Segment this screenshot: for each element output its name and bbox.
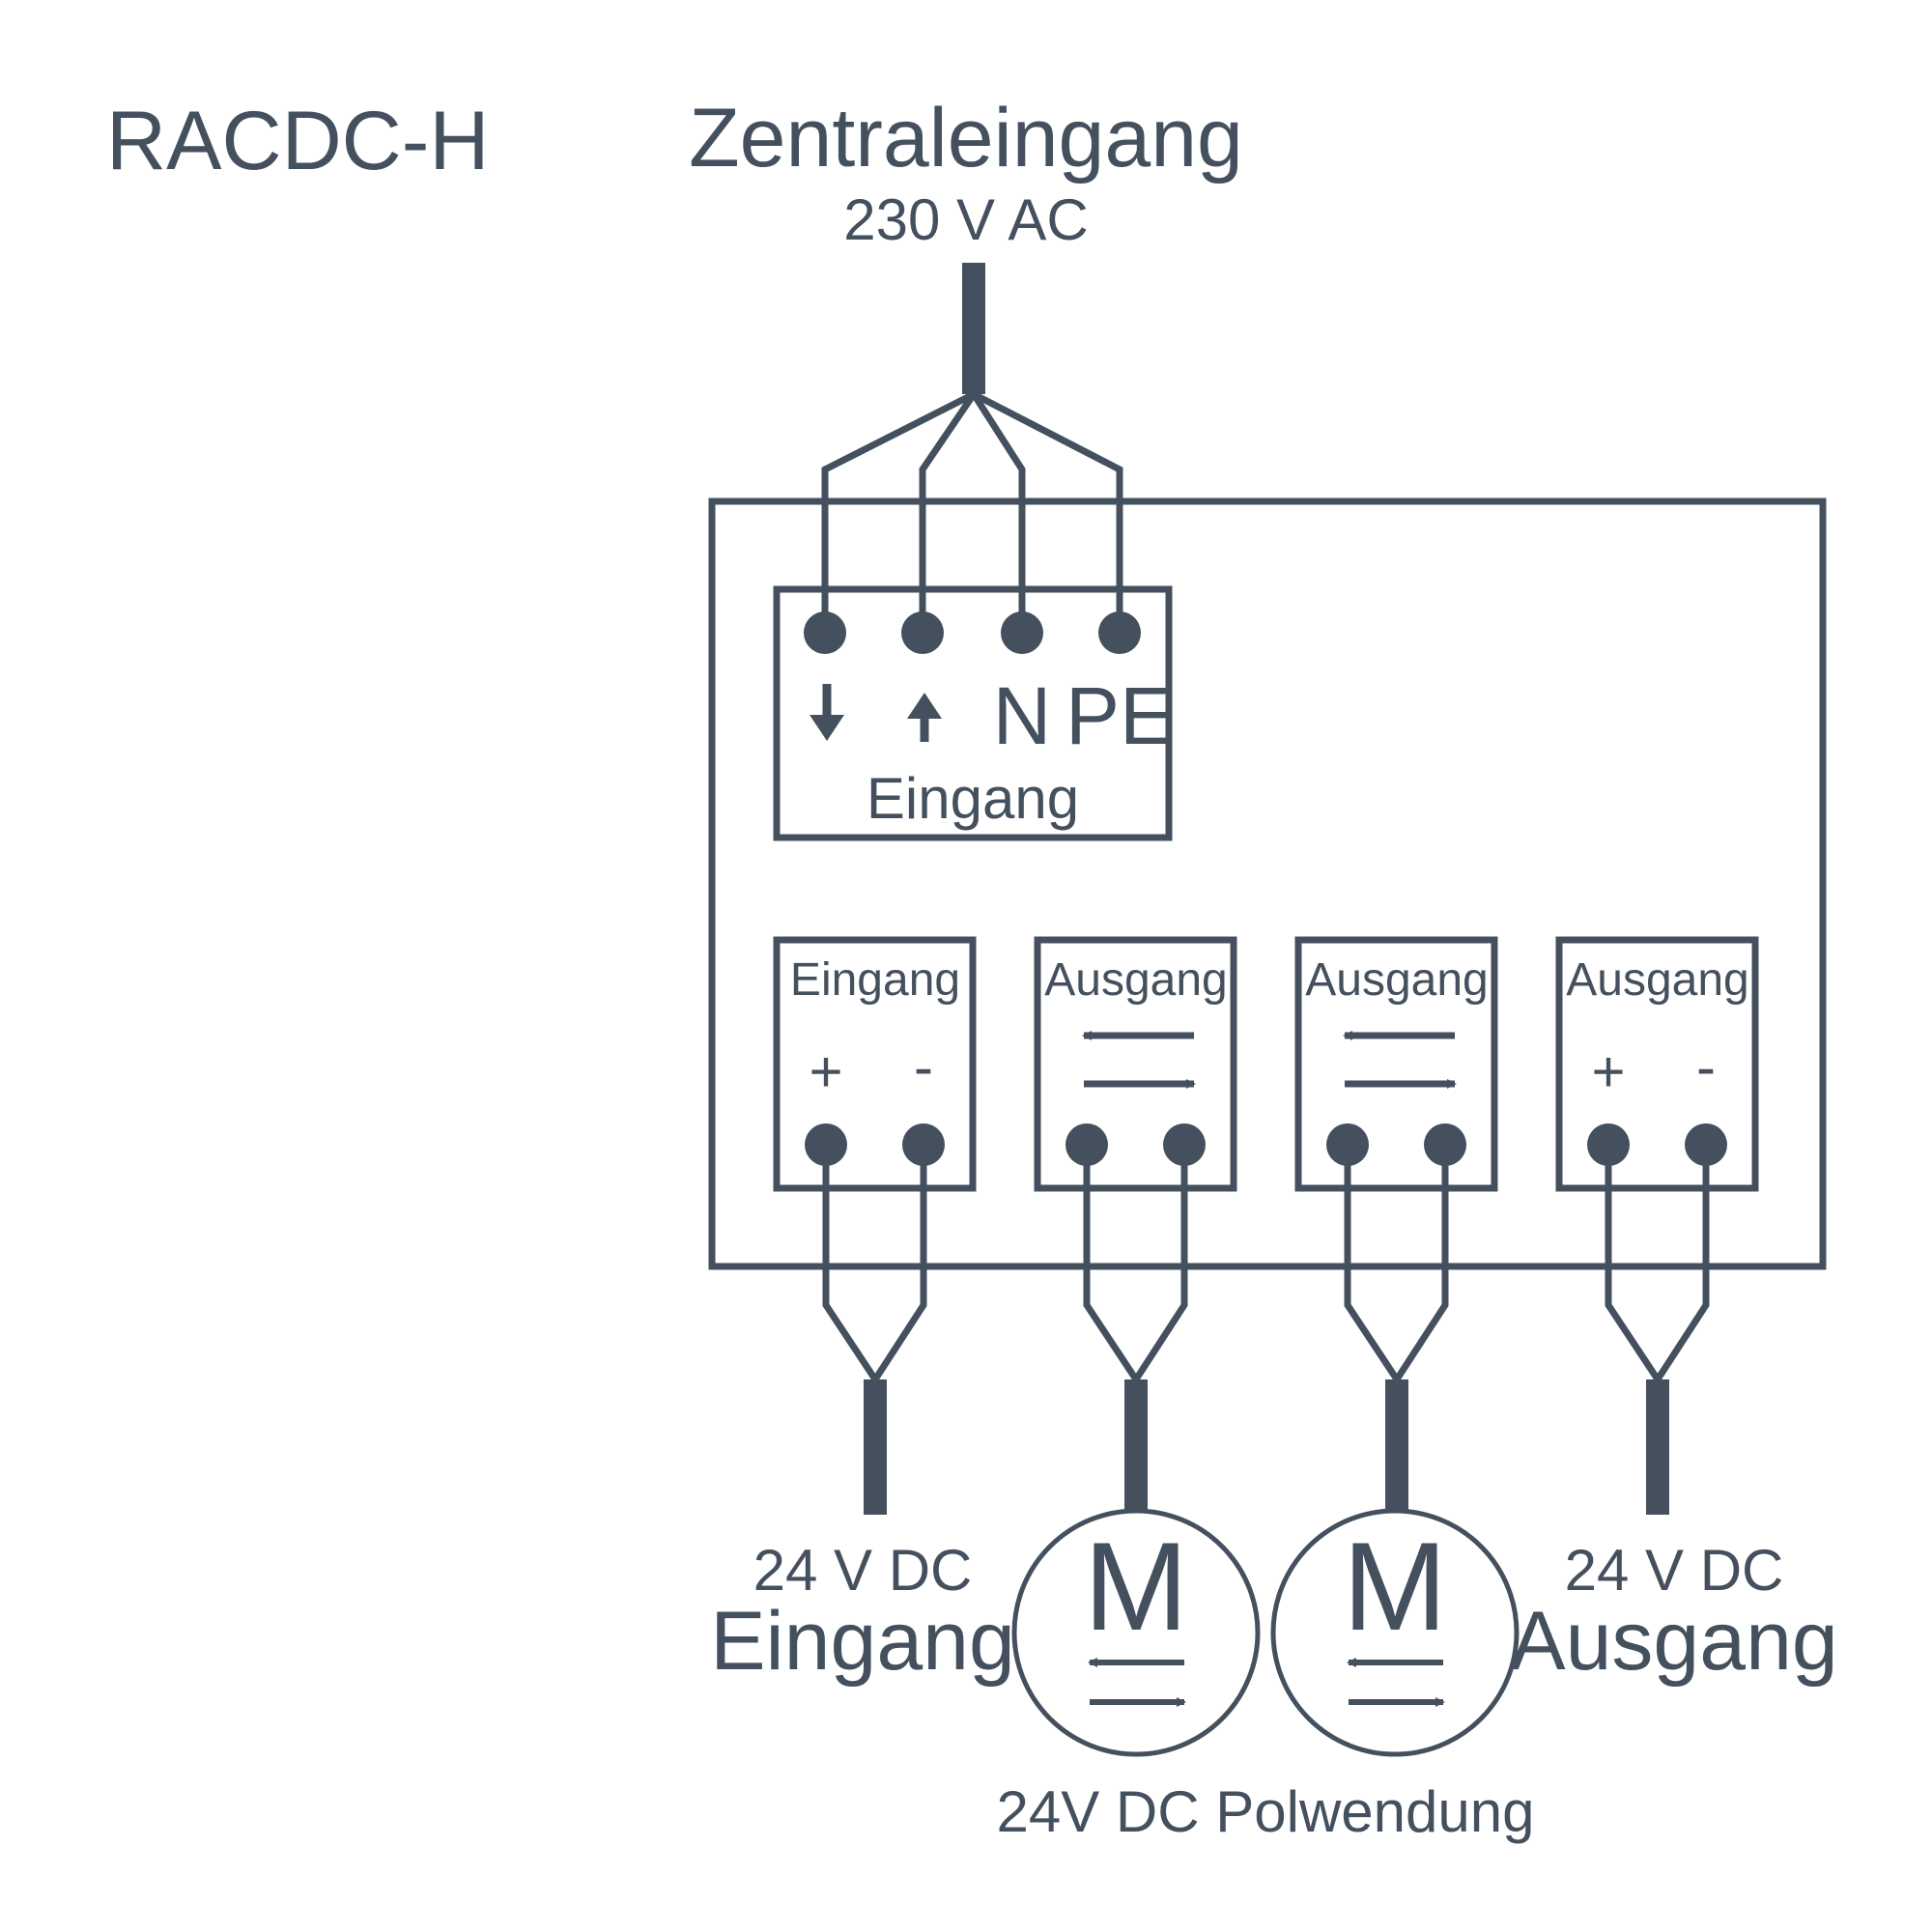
right-voltage-label: 24 V DC (1565, 1538, 1784, 1603)
motor-1: M (1011, 1508, 1261, 1757)
plus-sign: + (809, 1039, 842, 1104)
bidirectional-arrows-icon (1088, 1658, 1186, 1707)
cable-motor-2 (1344, 1145, 1449, 1513)
terminal-dot (1098, 611, 1141, 654)
terminal-label-pe: PE (1065, 670, 1174, 761)
terminal-dot (1001, 611, 1043, 654)
minus-sign: - (914, 1035, 933, 1099)
cable-dc-input (822, 1145, 927, 1515)
left-input-label: Eingang (710, 1595, 1015, 1688)
block-label: Ausgang (1305, 954, 1489, 1006)
terminal-dot (804, 611, 846, 654)
motor-letter: M (1084, 1516, 1188, 1657)
feed-wire-3 (971, 392, 1026, 633)
cable-dc-output (1605, 1145, 1710, 1515)
block-label: Ausgang (1044, 954, 1228, 1006)
block-dc-input: Eingang + - (773, 936, 977, 1192)
block-label: Ausgang (1566, 954, 1749, 1006)
minus-sign: - (1696, 1035, 1716, 1099)
feed-wire-2 (919, 392, 977, 633)
motor-2: M (1270, 1508, 1520, 1757)
feed-wire-1 (821, 390, 976, 633)
block-label: Eingang (790, 954, 960, 1006)
cable-motor-1 (1083, 1145, 1188, 1513)
model-title: RACDC-H (106, 95, 490, 187)
terminal-dot (901, 611, 944, 654)
input-terminal-block (773, 585, 1173, 841)
input-block-label: Eingang (867, 766, 1079, 831)
bidirectional-arrows-icon (1347, 1658, 1445, 1707)
central-input-voltage: 230 V AC (843, 187, 1089, 252)
block-motor-output-1: Ausgang (1034, 936, 1237, 1192)
motor-letter: M (1343, 1516, 1447, 1657)
feed-wire-4 (972, 390, 1123, 633)
block-motor-output-2: Ausgang (1294, 936, 1498, 1192)
central-input-title: Zentraleingang (689, 92, 1243, 185)
block-dc-output: Ausgang + - (1555, 936, 1759, 1192)
bidirectional-arrows-icon (1082, 1031, 1196, 1089)
terminal-label-n: N (993, 670, 1052, 761)
right-output-label: Ausgang (1510, 1595, 1838, 1688)
left-voltage-label: 24 V DC (753, 1538, 973, 1603)
arrow-down-icon (810, 684, 844, 741)
device-housing (708, 497, 1827, 1270)
motors-caption: 24V DC Polwendung (996, 1779, 1534, 1844)
arrow-up-icon (907, 693, 942, 742)
plus-sign: + (1591, 1039, 1625, 1104)
bidirectional-arrows-icon (1343, 1031, 1457, 1089)
